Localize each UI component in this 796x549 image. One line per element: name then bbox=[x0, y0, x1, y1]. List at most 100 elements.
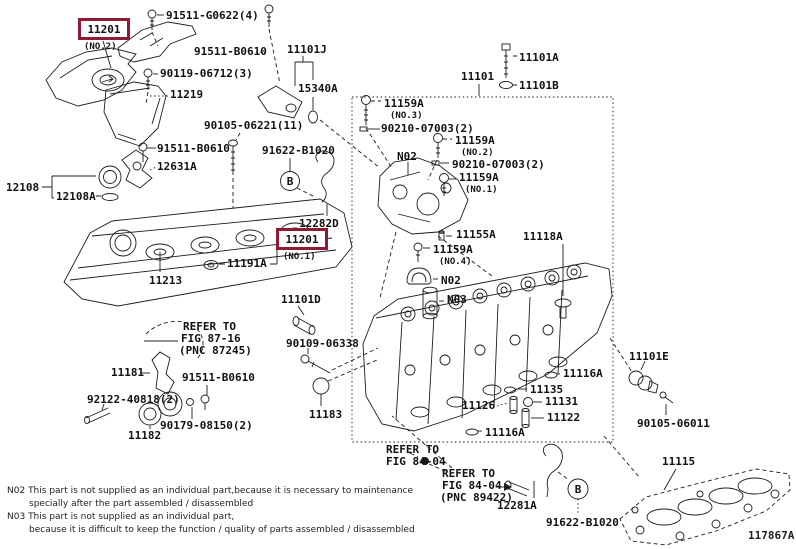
callout-90210-07003-b[interactable]: 90210-07003(2) bbox=[452, 158, 545, 171]
callout-refer3-line2: FIG 84-04 bbox=[442, 479, 502, 492]
callout-refer3-line1: REFER TO bbox=[442, 467, 495, 480]
cam-position-sensor-drawing bbox=[257, 4, 381, 169]
callout-11183[interactable]: 11183 bbox=[309, 408, 343, 421]
callout-91622-b1020-bottom[interactable]: 91622-B1020 bbox=[546, 516, 619, 529]
wire-hook-drawing: B bbox=[280, 150, 335, 216]
callout-11101b[interactable]: 11101B bbox=[519, 79, 559, 92]
cylinder-head-cover-drawing bbox=[63, 198, 353, 307]
callout-11118a[interactable]: 11118A bbox=[523, 230, 563, 243]
callout-90105-06011[interactable]: 90105-06011 bbox=[637, 417, 710, 430]
head-gasket-drawing bbox=[603, 435, 791, 546]
callout-11219[interactable]: 11219 bbox=[170, 88, 204, 101]
callout-refer1-line3: (PNC 87245) bbox=[179, 344, 252, 357]
callout-no1-suffix-box: (NO.1) bbox=[283, 252, 316, 262]
callout-11159a-no1[interactable]: 11159A bbox=[459, 171, 499, 184]
footnote-n03-line2: because it is difficult to keep the func… bbox=[29, 525, 415, 536]
figure-id: 117867A bbox=[748, 529, 795, 542]
footnote-n03-code: N03 bbox=[7, 512, 26, 522]
callout-11191a[interactable]: 11191A bbox=[227, 257, 267, 270]
callout-91511-g0622[interactable]: 91511-G0622(4) bbox=[166, 9, 259, 22]
cover-no2-drawing bbox=[103, 81, 168, 147]
callout-12282d[interactable]: 12282D bbox=[299, 217, 339, 230]
footnote-n02-code: N02 bbox=[7, 486, 26, 496]
connector-letter-b-top: B bbox=[287, 175, 294, 188]
highlight-11201-no2[interactable]: 11201 bbox=[78, 18, 130, 40]
callout-11213[interactable]: 11213 bbox=[149, 274, 183, 287]
callout-no4-suffix: (NO.4) bbox=[439, 257, 472, 267]
footnote-n02-line1: N02 This part is not supplied as an indi… bbox=[7, 486, 413, 497]
callout-n02-casting: N02 bbox=[397, 150, 417, 163]
head-cover-bolt-drawing bbox=[228, 132, 241, 208]
dowel-stud-group bbox=[292, 305, 379, 406]
callout-15340a[interactable]: 15340A bbox=[298, 82, 338, 95]
head-bolt-icons bbox=[359, 95, 456, 196]
small-head-parts bbox=[406, 230, 572, 320]
footnote-n02-line2: specially after the part assembled / dis… bbox=[29, 499, 253, 510]
footnote-n03-text2: because it is difficult to keep the func… bbox=[29, 525, 415, 535]
footnote-n03-line1: N03 This part is not supplied as an indi… bbox=[7, 512, 234, 523]
callout-11101e[interactable]: 11101E bbox=[629, 350, 669, 363]
valve-parts-cluster bbox=[465, 371, 560, 436]
water-outlet-group bbox=[84, 321, 210, 429]
callout-no2-suffix-top: (NO.2) bbox=[84, 42, 117, 52]
head-front-casting-drawing bbox=[377, 157, 493, 299]
callout-91622-b1020-top[interactable]: 91622-B1020 bbox=[262, 144, 335, 157]
callout-11101a[interactable]: 11101A bbox=[519, 51, 559, 64]
footnote-n02-text2: specially after the part assembled / dis… bbox=[29, 499, 254, 509]
oil-filler-cap-drawing bbox=[42, 165, 122, 201]
callout-11115[interactable]: 11115 bbox=[662, 455, 696, 468]
callout-11101j[interactable]: 11101J bbox=[287, 43, 327, 56]
head-bolt-11101a-drawing bbox=[478, 43, 517, 96]
callout-refer1-line2: FIG 87-16 bbox=[181, 332, 241, 345]
callout-refer2-line1: REFER TO bbox=[386, 443, 439, 456]
callout-refer1-line1: REFER TO bbox=[183, 320, 236, 333]
callout-11155a[interactable]: 11155A bbox=[456, 228, 496, 241]
footnote-n02-text1: This part is not supplied as an individu… bbox=[28, 486, 414, 496]
callout-no3-suffix: (NO.3) bbox=[390, 111, 423, 121]
callout-no2-suffix-mid: (NO.2) bbox=[461, 148, 494, 158]
callout-refer2-line2: FIG 84-04 bbox=[386, 455, 446, 468]
callout-92122-40818[interactable]: 92122-40818(2) bbox=[87, 393, 180, 406]
cylinder-head-drawing bbox=[362, 262, 613, 469]
callout-90105-06221[interactable]: 90105-06221(11) bbox=[204, 119, 304, 132]
engine-cover-drawing bbox=[45, 40, 137, 107]
footnote-n03-text1: This part is not supplied as an individu… bbox=[28, 512, 235, 522]
connector-letter-b-bottom: B bbox=[575, 483, 582, 496]
callout-11159a-no2[interactable]: 11159A bbox=[455, 134, 495, 147]
callout-90109-06338[interactable]: 90109-06338 bbox=[286, 337, 359, 350]
callout-12631a[interactable]: 12631A bbox=[157, 160, 197, 173]
callout-11126[interactable]: 11126 bbox=[462, 399, 496, 412]
highlight-11201-no1-text: 11201 bbox=[285, 232, 319, 246]
oil-control-valve-drawing bbox=[121, 142, 157, 189]
callout-11159a-no3[interactable]: 11159A bbox=[384, 97, 424, 110]
callout-91511-b0610-mid[interactable]: 91511-B0610 bbox=[157, 142, 230, 155]
callout-90210-07003-a[interactable]: 90210-07003(2) bbox=[381, 122, 474, 135]
callout-11101d[interactable]: 11101D bbox=[281, 293, 321, 306]
callout-12108[interactable]: 12108 bbox=[6, 181, 40, 194]
bracket-drawing bbox=[117, 9, 267, 105]
callout-91511-b0610-bottom[interactable]: 91511-B0610 bbox=[182, 371, 255, 384]
callout-n02-cap: N02 bbox=[441, 274, 461, 287]
callout-90179-08150[interactable]: 90179-08150(2) bbox=[160, 419, 253, 432]
callout-refer3-line3: (PNC 89422) bbox=[440, 491, 513, 504]
callout-12108a[interactable]: 12108A bbox=[56, 190, 96, 203]
callout-91511-b0610-top[interactable]: 91511-B0610 bbox=[194, 45, 267, 58]
callout-11116a-upper[interactable]: 11116A bbox=[563, 367, 603, 380]
callout-11116a-lower[interactable]: 11116A bbox=[485, 426, 525, 439]
callout-11159a-no4[interactable]: 11159A bbox=[433, 243, 473, 256]
callout-no1-suffix-mid: (NO.1) bbox=[465, 185, 498, 195]
callout-90119-06712[interactable]: 90119-06712(3) bbox=[160, 67, 253, 80]
highlight-11201-no2-text: 11201 bbox=[87, 22, 121, 36]
callout-11181[interactable]: 11181 bbox=[111, 366, 145, 379]
highlight-11201-no1[interactable]: 11201 bbox=[276, 228, 328, 250]
callout-n03-liner: N03 bbox=[447, 293, 467, 306]
callout-11131[interactable]: 11131 bbox=[545, 395, 579, 408]
callout-11101[interactable]: 11101 bbox=[461, 70, 495, 83]
callout-11122[interactable]: 11122 bbox=[547, 411, 581, 424]
sensor-11101e-drawing bbox=[609, 337, 674, 415]
callout-12281a[interactable]: 12281A bbox=[497, 499, 537, 512]
callout-11135[interactable]: 11135 bbox=[530, 383, 564, 396]
callout-11182[interactable]: 11182 bbox=[128, 429, 162, 442]
